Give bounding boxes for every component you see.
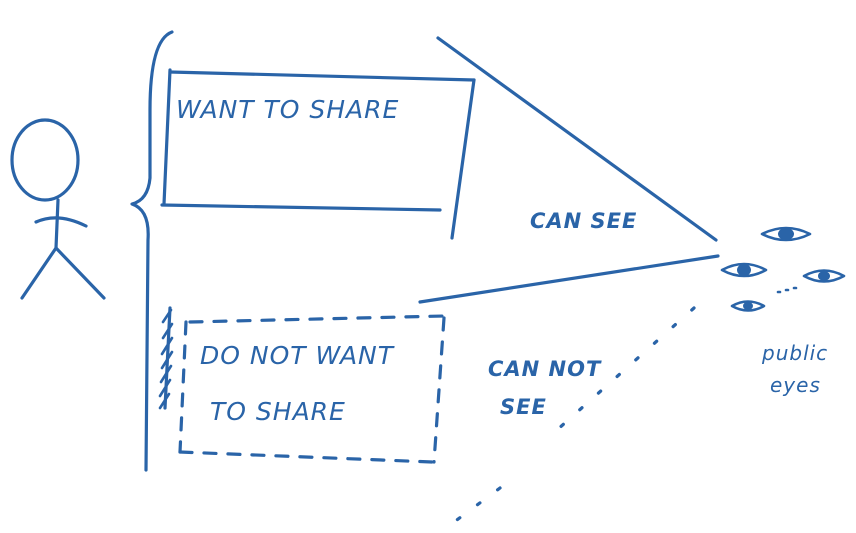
figure-arms bbox=[34, 216, 88, 228]
eyes-dots bbox=[776, 286, 798, 294]
self-brace bbox=[130, 30, 174, 472]
stick-figure bbox=[10, 118, 106, 300]
hidden-cone-label-line2: SEE bbox=[500, 395, 547, 419]
private-box-label-line1: DO NOT WANT bbox=[200, 341, 395, 370]
public-eyes-label-line2: eyes bbox=[770, 373, 821, 397]
eye-icon bbox=[802, 269, 846, 283]
figure-head bbox=[10, 118, 80, 202]
eye-icon bbox=[720, 262, 768, 278]
share-box: WANT TO SHARE bbox=[160, 68, 476, 240]
private-box-label-line2: TO SHARE bbox=[210, 397, 346, 426]
hatched-edge bbox=[158, 306, 174, 410]
figure-legs bbox=[20, 246, 106, 300]
public-eyes: public eyes bbox=[720, 226, 846, 397]
eye-icon bbox=[760, 226, 812, 242]
figure-body bbox=[54, 198, 60, 250]
public-eyes-label-line1: public bbox=[761, 341, 828, 365]
hidden-cone: CAN NOT SEE bbox=[444, 306, 696, 530]
hidden-cone-label-line1: CAN NOT bbox=[488, 357, 602, 381]
share-box-label: WANT TO SHARE bbox=[176, 95, 399, 124]
eye-icon bbox=[730, 300, 766, 312]
visible-cone-label: CAN SEE bbox=[530, 209, 637, 233]
visible-cone: CAN SEE bbox=[418, 36, 720, 304]
private-box: DO NOT WANT TO SHARE bbox=[178, 314, 446, 464]
